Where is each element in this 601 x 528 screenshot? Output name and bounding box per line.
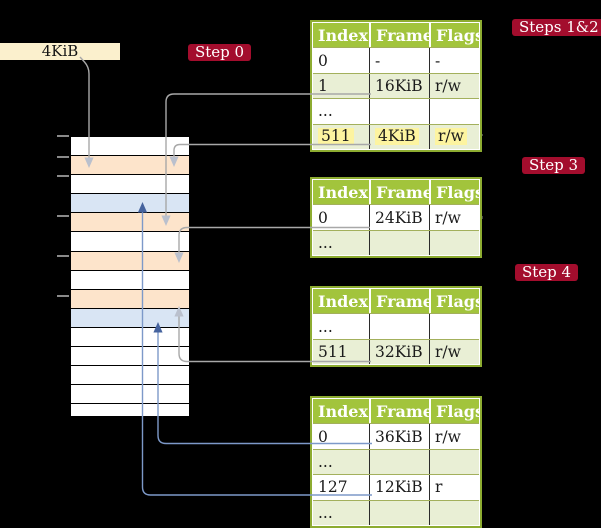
memory-row-7-orange: [71, 251, 189, 271]
pt-entry-row: ...: [313, 98, 479, 124]
pt-cell: r/w: [429, 205, 479, 230]
memory-row-6-white: [71, 232, 189, 252]
frame-size-box: 4KiB: [0, 43, 120, 60]
step0-label: Step 0: [188, 44, 252, 61]
memory-tick: [57, 255, 69, 257]
column-header-frame: Frame: [369, 23, 429, 48]
pt-cell: r/w: [429, 424, 479, 449]
pt-cell: 24KiB: [369, 205, 429, 230]
pt-cell: 4KiB: [369, 124, 429, 149]
column-header-frame: Frame: [369, 180, 429, 205]
pt-cell: 127: [318, 478, 348, 497]
memory-tick: [57, 156, 69, 158]
pt-cell: 0: [318, 51, 328, 70]
pt-cell: r/w: [429, 339, 479, 365]
pt-entry-row: 511 4KiB r/w: [313, 123, 479, 149]
pt-cell: 511: [313, 125, 369, 149]
pt-cell: [369, 99, 429, 124]
table-header-row: IndexFrameFlags: [313, 180, 479, 205]
memory-row-9-orange: [71, 289, 189, 309]
pt-cell: 0: [318, 427, 328, 446]
table-header-row: IndexFrameFlags: [313, 289, 479, 314]
pt-cell: [369, 449, 429, 475]
column-header-flags: Flags: [429, 23, 479, 48]
steps12-label: Steps 1&2: [512, 19, 601, 36]
memory-row-10-blue: [71, 308, 189, 328]
memory-row-13-white: [71, 366, 189, 386]
memory-row-12-white: [71, 347, 189, 367]
column-header-index: Index: [318, 25, 369, 45]
memory-row-8-white: [71, 270, 189, 290]
memory-row-2-orange: [71, 156, 189, 176]
memory-tick: [57, 295, 69, 297]
memory-row-11-white: [71, 327, 189, 348]
pt-entry-row: ...: [313, 229, 479, 256]
pt-cell: 36KiB: [369, 424, 429, 449]
pt-cell: r: [429, 475, 479, 500]
pt-cell: [369, 500, 429, 525]
pt-cell: 12KiB: [369, 475, 429, 500]
pt-cell: 1: [318, 76, 328, 95]
column-header-flags: Flags: [429, 180, 479, 205]
memory-row-14-white: [71, 385, 189, 405]
pt-cell: [429, 449, 479, 475]
pt-cell: [369, 314, 429, 339]
highlighted-value: 4KiB: [375, 128, 419, 146]
pt-cell: [429, 314, 479, 339]
pt-cell: -: [429, 48, 479, 73]
page-table-step-3: IndexFrameFlags 0 24KiBr/w...: [310, 177, 482, 259]
pt-cell: [429, 500, 479, 525]
pt-cell: [429, 99, 479, 124]
memory-row-4-blue: [71, 194, 189, 214]
highlighted-value: 511: [318, 128, 354, 146]
column-header-frame: Frame: [369, 289, 429, 314]
pt-cell: ...: [318, 233, 333, 252]
table-header-row: IndexFrameFlags: [313, 23, 479, 48]
memory-tick: [57, 215, 69, 217]
memory-row-5-orange: [71, 213, 189, 233]
pt-cell: -: [369, 48, 429, 73]
memory-tick: [57, 175, 69, 177]
pt-cell: r/w: [429, 124, 479, 149]
pt-cell: 16KiB: [369, 73, 429, 99]
column-header-index: Index: [318, 291, 369, 311]
step3-label: Step 3: [522, 157, 586, 174]
pt-entry-row: ...: [313, 448, 479, 475]
column-header-index: Index: [318, 182, 369, 202]
pt-cell: 511: [318, 342, 348, 361]
step4-label: Step 4: [515, 264, 579, 281]
physical-memory-column: [70, 136, 190, 417]
column-header-frame: Frame: [369, 399, 429, 424]
pt-entry-row: ...: [313, 313, 479, 339]
pt-cell: 0: [318, 208, 328, 227]
memory-row-1-white: [71, 137, 189, 157]
pt-entry-row: ...: [313, 499, 479, 525]
pt-cell: [369, 230, 429, 256]
pt-cell: ...: [318, 102, 333, 121]
pt-cell: ...: [318, 317, 333, 336]
memory-tick: [57, 135, 69, 137]
pt-cell: 32KiB: [369, 339, 429, 365]
column-header-flags: Flags: [429, 399, 479, 424]
highlighted-value: r/w: [435, 128, 467, 146]
pt-cell: ...: [318, 452, 333, 471]
table-header-row: IndexFrameFlags: [313, 399, 479, 424]
memory-row-3-white: [71, 175, 189, 195]
pt-entry-row: 0 --: [313, 47, 479, 73]
column-header-flags: Flags: [429, 289, 479, 314]
column-header-index: Index: [318, 401, 369, 421]
pt-cell: ...: [318, 503, 333, 522]
memory-row-15-white: [71, 404, 189, 416]
pt-cell: [429, 230, 479, 256]
pt-cell: r/w: [429, 73, 479, 99]
